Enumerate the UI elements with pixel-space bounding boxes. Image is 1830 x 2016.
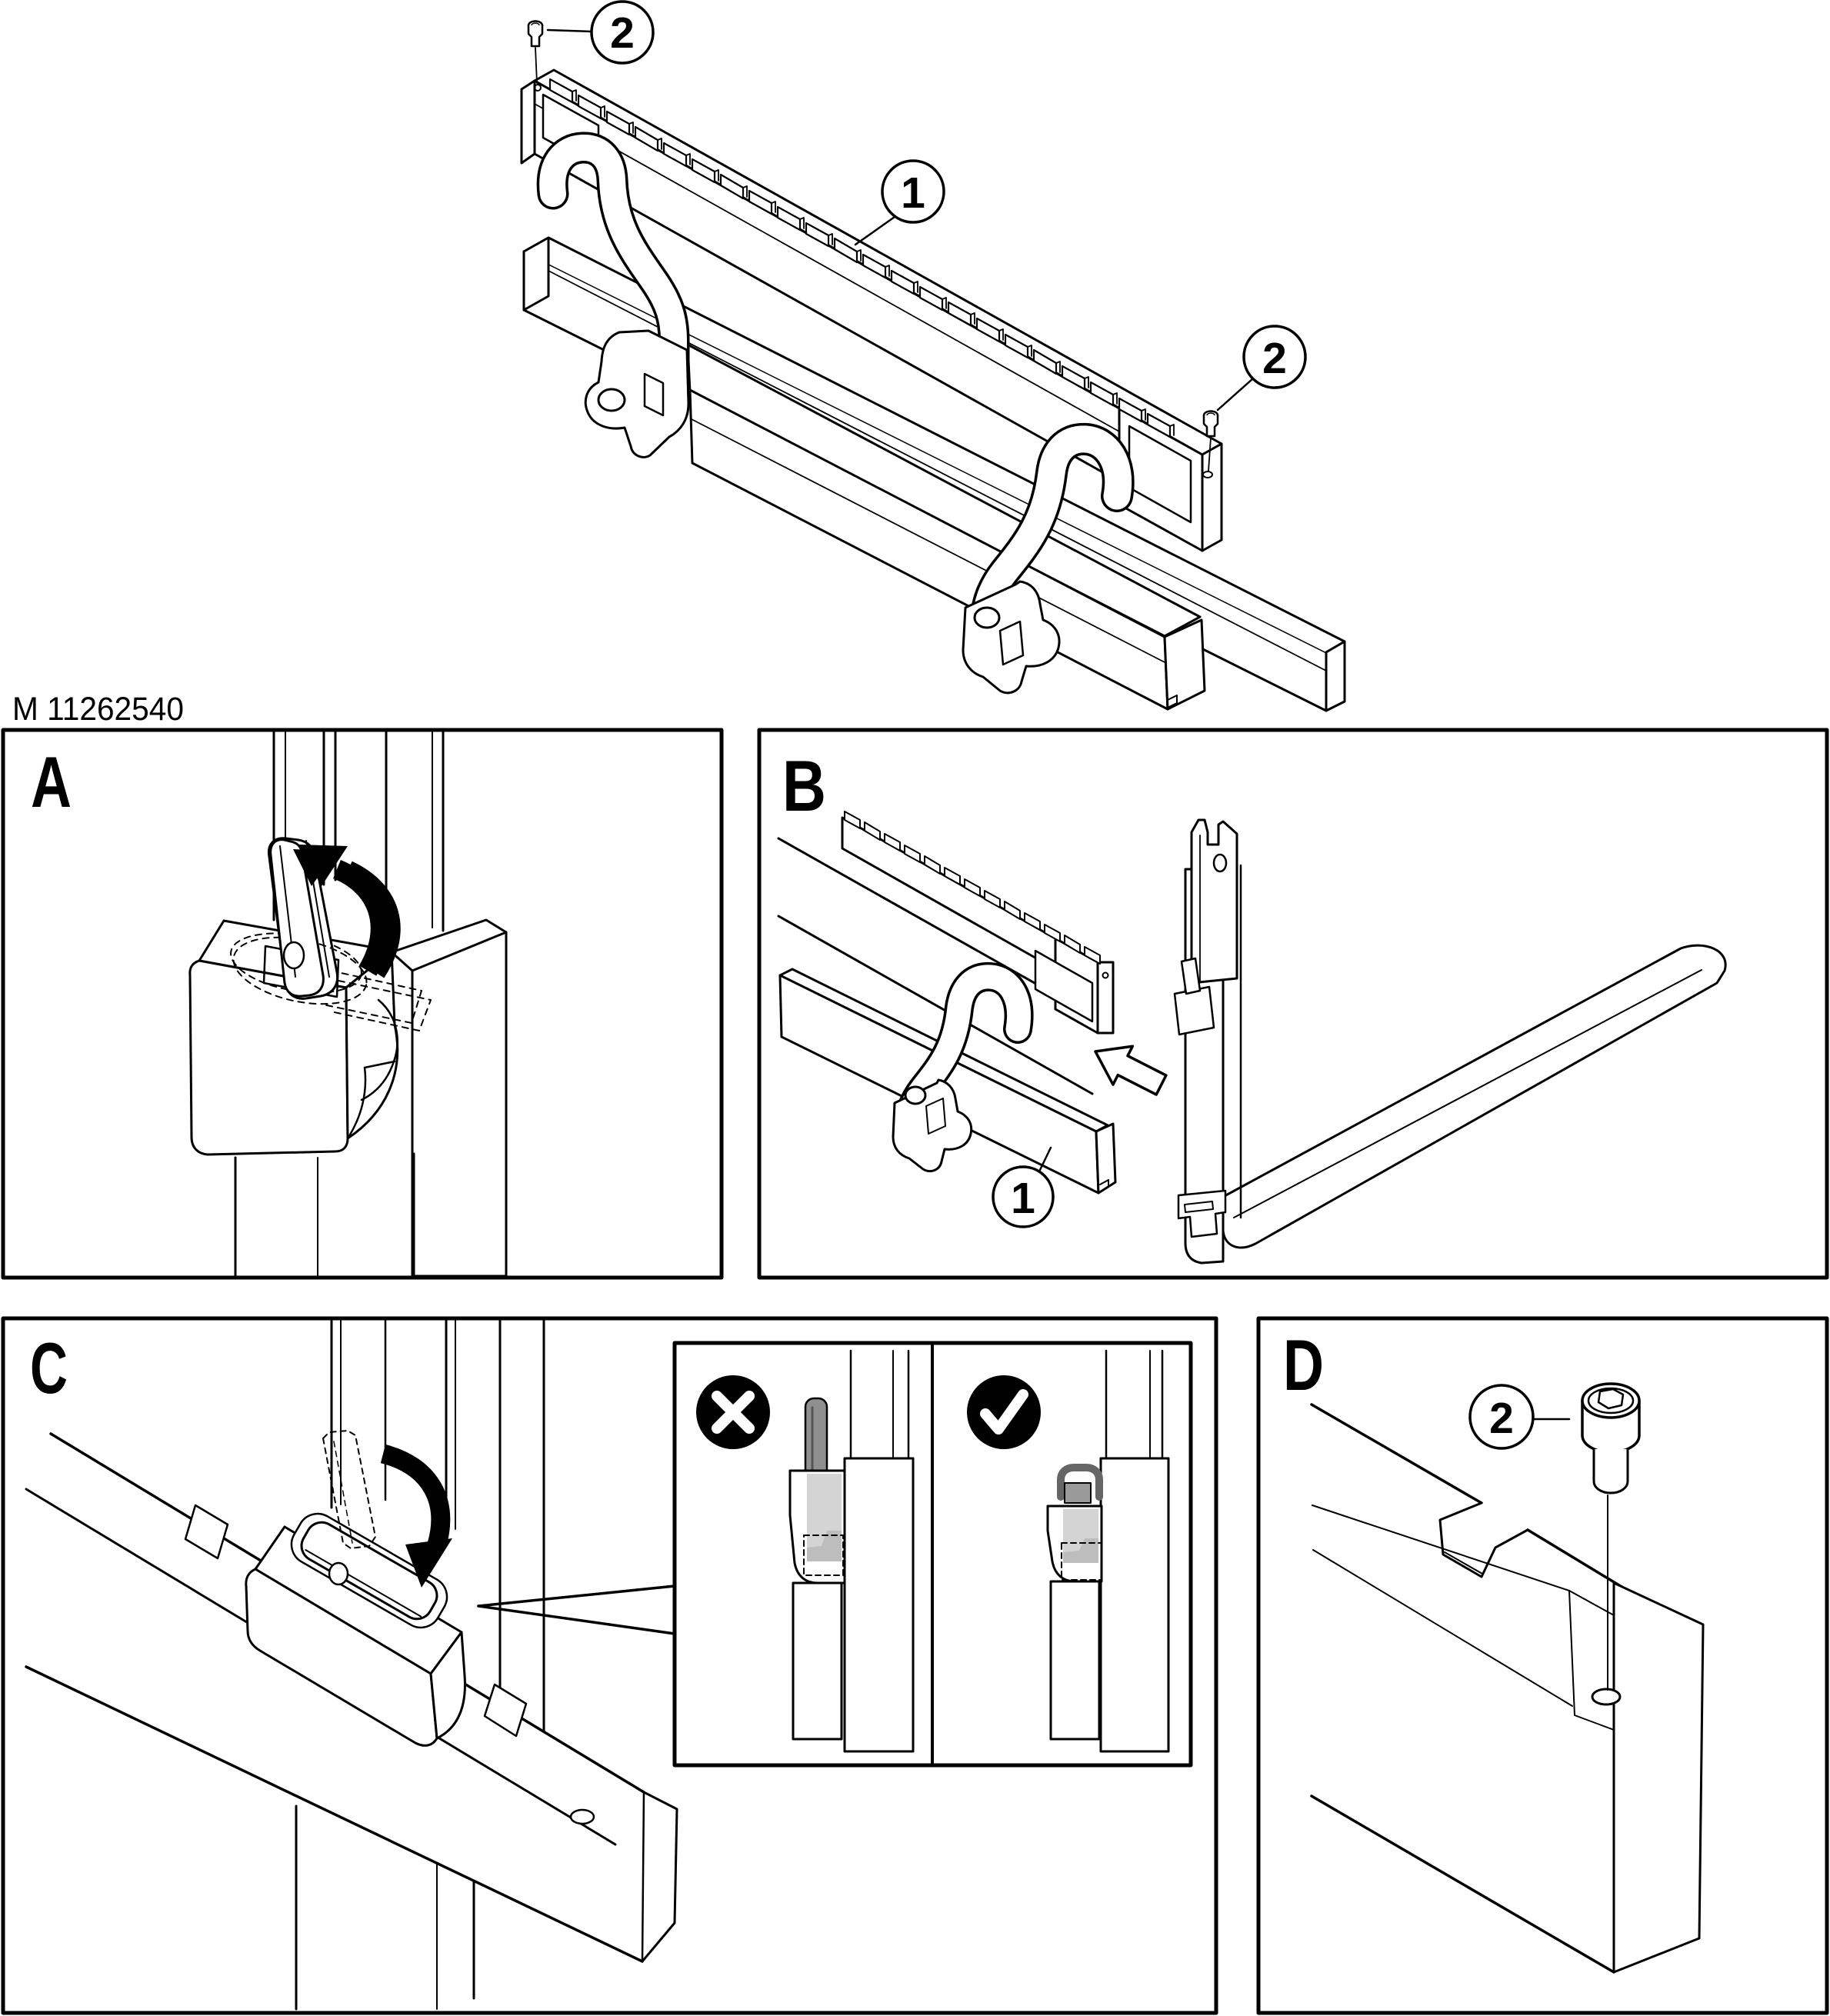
svg-text:1: 1 <box>901 168 925 218</box>
svg-text:M 11262540: M 11262540 <box>12 691 184 728</box>
svg-text:2: 2 <box>1489 1394 1514 1443</box>
svg-text:2: 2 <box>610 8 635 58</box>
svg-text:B: B <box>782 745 826 826</box>
svg-text:1: 1 <box>1011 1174 1035 1223</box>
svg-text:D: D <box>1283 1325 1324 1405</box>
svg-text:2: 2 <box>1262 334 1287 383</box>
svg-text:C: C <box>30 1328 68 1408</box>
svg-text:A: A <box>31 741 72 822</box>
